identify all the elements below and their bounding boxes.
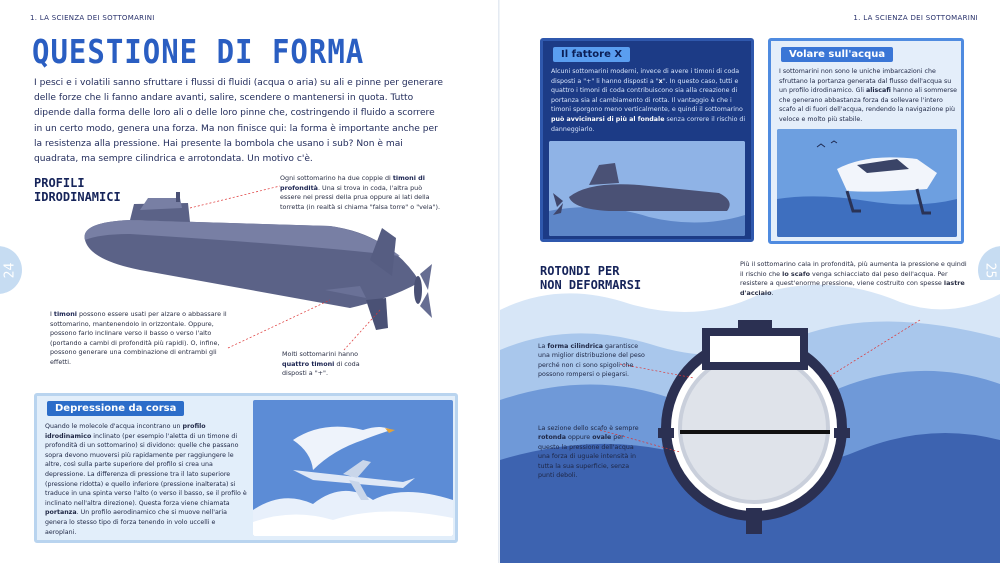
box-il-fattore-x: Il fattore X Alcuni sottomarini moderni,… (540, 38, 754, 242)
caption-text: Molti sottomarini hanno (282, 350, 359, 358)
submarine-seabed-illustration (549, 141, 745, 236)
caption-bold: lo scafo (782, 269, 811, 278)
box-text-part: ". In questo caso, tutti e quattro i tim… (551, 77, 743, 114)
caption-text: La (538, 343, 548, 350)
box-text-bold: aliscafi (865, 87, 891, 95)
box-title: Depressione da corsa (47, 401, 185, 416)
caption-pressione: Più il sottomarino cala in profondità, p… (740, 260, 970, 298)
caption-sezione-scafo: La sezione dello scafo è sempre rotonda … (538, 424, 640, 480)
section-heading-line: PROFILI (34, 176, 85, 190)
caption-text: Più il sottomarino cala in profondità, p… (740, 260, 967, 278)
section-heading-profili: PROFILI IDRODINAMICI (34, 176, 121, 204)
box-text-part: senza correre il rischio di danneggiarlo… (551, 115, 746, 133)
caption-bold: timoni di profondità (280, 174, 425, 192)
box-text-bold: portanza (45, 509, 77, 517)
submarine-illustration (84, 192, 432, 330)
box-title: Volare sull'acqua (781, 47, 894, 62)
box-text: I sottomarini non sono le uniche imbarca… (779, 67, 959, 125)
caption-text: . Una si trova in coda, l'altra può esse… (280, 183, 441, 211)
box-text-bold: profilo idrodinamico (45, 423, 206, 440)
caption-text: . (771, 288, 774, 297)
box-volare-sull-acqua: Volare sull'acqua I sottomarini non sono… (768, 38, 964, 244)
caption-quattro-timoni: Molti sottomarini hanno quattro timoni d… (282, 350, 382, 379)
page-title: QUESTIONE DI FORMA (32, 32, 365, 72)
caption-text: venga schiacciato dal peso dell'acqua. P… (740, 269, 948, 288)
box-text-part: I sottomarini non sono le uniche imbarca… (779, 68, 952, 95)
running-head: 1. LA SCIENZA DEI SOTTOMARINI (853, 14, 978, 22)
caption-text: oppure (566, 434, 593, 442)
caption-text: La sezione dello scafo è sempre (538, 425, 639, 432)
caption-bold: forma cilindrica (547, 343, 603, 350)
caption-timoni-profondita: Ogni sottomarino ha due coppie di timoni… (280, 174, 440, 212)
caption-bold: lastre d'acciaio (740, 279, 965, 297)
caption-uso-timoni: I timoni possono essere usati per alzare… (50, 310, 230, 368)
hydrofoil-illustration (777, 129, 957, 237)
box-text: Quando le molecole d'acqua incontrano un… (45, 422, 247, 537)
box-text-part: Quando le molecole d'acqua incontrano un (45, 423, 183, 430)
left-page: 1. LA SCIENZA DEI SOTTOMARINI 24 QUESTIO… (0, 14, 458, 543)
right-page: 1. LA SCIENZA DEI SOTTOMARINI 25 Il fatt… (500, 0, 1000, 563)
sea-background-illustration (500, 280, 1000, 563)
caption-text: possono essere usati per alzare o abbass… (50, 310, 227, 366)
box-text: Alcuni sottomarini moderni, invece di av… (551, 67, 747, 134)
box-text-part: inclinato (per esempio l'aletta di un ti… (45, 432, 247, 507)
box-text-part: Alcuni sottomarini moderni, invece di av… (551, 68, 740, 85)
section-heading-rotondi: ROTONDI PER NON DEFORMARSI (540, 264, 641, 292)
box-text-part: hanno ali sommerse che generano abbastan… (779, 87, 958, 123)
caption-forma-cilindrica: La forma cilindrica garantisce una migli… (538, 342, 650, 380)
caption-text: garantisce una miglior distribuzione del… (538, 343, 645, 379)
box-text-bold: x (658, 77, 663, 85)
box-depressione-da-corsa: Depressione da corsa Quando le molecole … (34, 393, 458, 543)
leader-lines (189, 185, 381, 351)
caption-bold: timoni (53, 310, 77, 318)
box-text-bold: può avvicinarsi di più al fondale (551, 115, 665, 123)
caption-bold: quattro timoni (282, 359, 335, 368)
caption-text: I (50, 310, 54, 318)
running-head: 1. LA SCIENZA DEI SOTTOMARINI (30, 14, 155, 22)
caption-text: Ogni sottomarino ha due coppie di (280, 174, 393, 182)
page-number-tab: 24 (0, 246, 22, 294)
box-title: Il fattore X (553, 47, 631, 62)
caption-text: di coda disposti a "+". (282, 359, 360, 378)
caption-text: per questo la pressione dell'acqua una f… (538, 434, 637, 480)
section-heading-line: NON DEFORMARSI (540, 278, 642, 292)
section-heading-line: ROTONDI PER (540, 264, 620, 278)
bird-airplane-illustration (253, 400, 453, 536)
caption-bold: ovale (592, 434, 612, 442)
intro-paragraph: I pesci e i volatili sanno sfruttare i f… (34, 78, 444, 165)
page-number: 25 (982, 262, 998, 278)
box-text-part: . Un profilo aerodinamico che si muove n… (45, 509, 228, 536)
caption-bold: rotonda (538, 434, 567, 442)
section-heading-line: IDRODINAMICI (34, 190, 121, 204)
